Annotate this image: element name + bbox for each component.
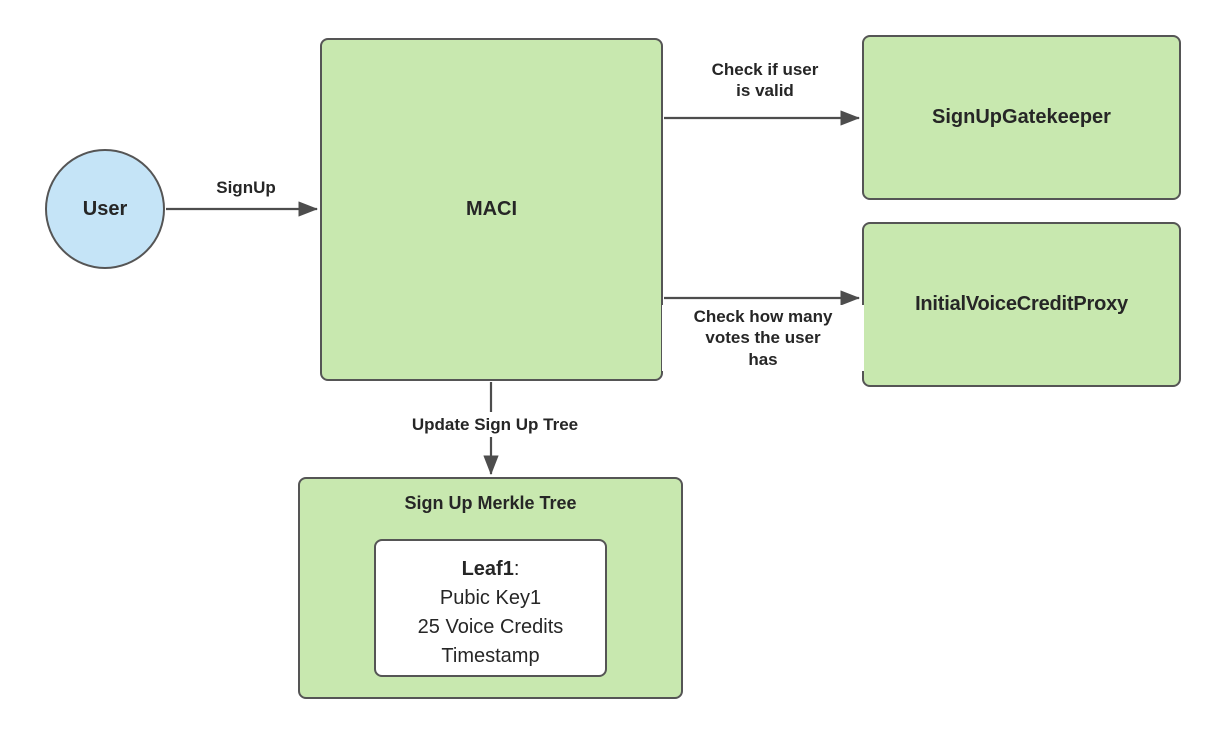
node-initial-voice-credit-proxy[interactable]: InitialVoiceCreditProxy xyxy=(862,222,1181,387)
node-leaf1[interactable]: Leaf1: Pubic Key1 25 Voice Credits Times… xyxy=(374,539,607,677)
node-maci-label: MACI xyxy=(465,198,518,220)
node-user-label: User xyxy=(82,197,128,220)
edge-label-signup: SignUp xyxy=(188,176,304,200)
leaf1-head-line: Leaf1: xyxy=(376,555,605,584)
node-maci[interactable]: MACI xyxy=(320,38,663,381)
edge-label-check-if-user-is-valid: Check if user is valid xyxy=(672,58,858,103)
node-signup-merkle-tree-label: Sign Up Merkle Tree xyxy=(404,493,577,513)
edge-label-update-sign-up-tree: Update Sign Up Tree xyxy=(371,412,619,438)
leaf1-line-timestamp: Timestamp xyxy=(441,645,540,667)
leaf1-line-public-key: Pubic Key1 xyxy=(439,587,542,609)
leaf1-head-colon: : xyxy=(513,558,520,580)
node-initial-voice-credit-proxy-label: InitialVoiceCreditProxy xyxy=(915,293,1128,315)
leaf1-content: Leaf1: Pubic Key1 25 Voice Credits Times… xyxy=(376,555,605,671)
leaf1-line-voice-credits: 25 Voice Credits xyxy=(417,616,564,638)
node-user[interactable]: User xyxy=(45,149,165,269)
edge-label-check-how-many-votes: Check how many votes the user has xyxy=(662,305,864,371)
node-signup-gatekeeper-label: SignUpGatekeeper xyxy=(932,106,1111,128)
node-signup-gatekeeper[interactable]: SignUpGatekeeper xyxy=(862,35,1181,200)
leaf1-head: Leaf1 xyxy=(461,558,514,580)
